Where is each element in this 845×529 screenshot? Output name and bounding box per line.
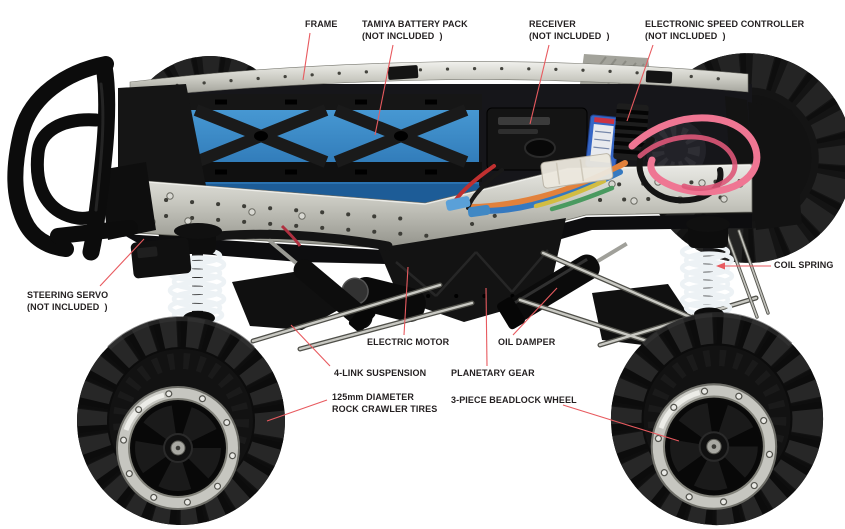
under-chassis-shadow <box>122 214 752 266</box>
label-oil-damper: OIL DAMPER <box>498 337 556 347</box>
battery-connector <box>540 153 614 189</box>
leader-beadlock <box>562 404 680 442</box>
label-electric-motor: ELECTRIC MOTOR <box>367 337 450 347</box>
servo-cable <box>280 224 302 247</box>
label-battery-pack: TAMIYA BATTERY PACK(NOT INCLUDED ) <box>362 19 468 41</box>
label-coil-spring: COIL SPRING <box>774 260 834 270</box>
receiver-box <box>486 107 588 171</box>
label-frame-text: FRAME <box>305 19 338 29</box>
steering-servo-box <box>130 237 192 279</box>
steering-linkage <box>195 229 393 251</box>
leader-tires <box>266 399 328 422</box>
inline-connector <box>445 196 471 211</box>
leader-receiver <box>529 44 550 125</box>
leader-battery <box>374 44 394 136</box>
battery-brace <box>178 94 482 182</box>
rear-wheel <box>611 313 823 525</box>
green-wire <box>549 185 615 212</box>
leader-lines <box>99 32 771 442</box>
suspension-link-rods <box>250 229 770 352</box>
leader-esc <box>626 44 654 122</box>
leader-4link <box>290 324 331 367</box>
yellow-wire <box>533 178 607 209</box>
label-steering-servo: STEERING SERVO(NOT INCLUDED ) <box>27 290 109 312</box>
inline-connector <box>467 204 491 218</box>
leader-coil-arrow <box>716 262 725 270</box>
leader-frame <box>302 32 311 81</box>
leader-electric-motor <box>403 266 409 336</box>
label-beadlock-wheel: 3-PIECE BEADLOCK WHEEL <box>451 395 577 405</box>
label-receiver: RECEIVER(NOT INCLUDED ) <box>529 19 610 41</box>
rear-shock-tower <box>748 102 802 230</box>
leader-planetary-gear <box>485 287 488 367</box>
pink-motor-wire <box>628 114 761 196</box>
esc-heatsink <box>613 103 649 161</box>
label-4link-suspension: 4-LINK SUSPENSION <box>334 368 427 378</box>
label-planetary-gear: PLANETARY GEAR <box>451 368 535 378</box>
coil-spring-rear <box>679 216 735 321</box>
leader-steering-servo <box>99 238 145 287</box>
frame-rail-top <box>129 61 749 99</box>
front-bumper <box>7 56 156 261</box>
leader-oil-damper <box>512 287 558 336</box>
label-esc: ELECTRONIC SPEED CONTROLLER(NOT INCLUDED… <box>645 19 805 41</box>
front-wheel <box>77 317 285 525</box>
label-frame: FRAME <box>305 19 338 31</box>
